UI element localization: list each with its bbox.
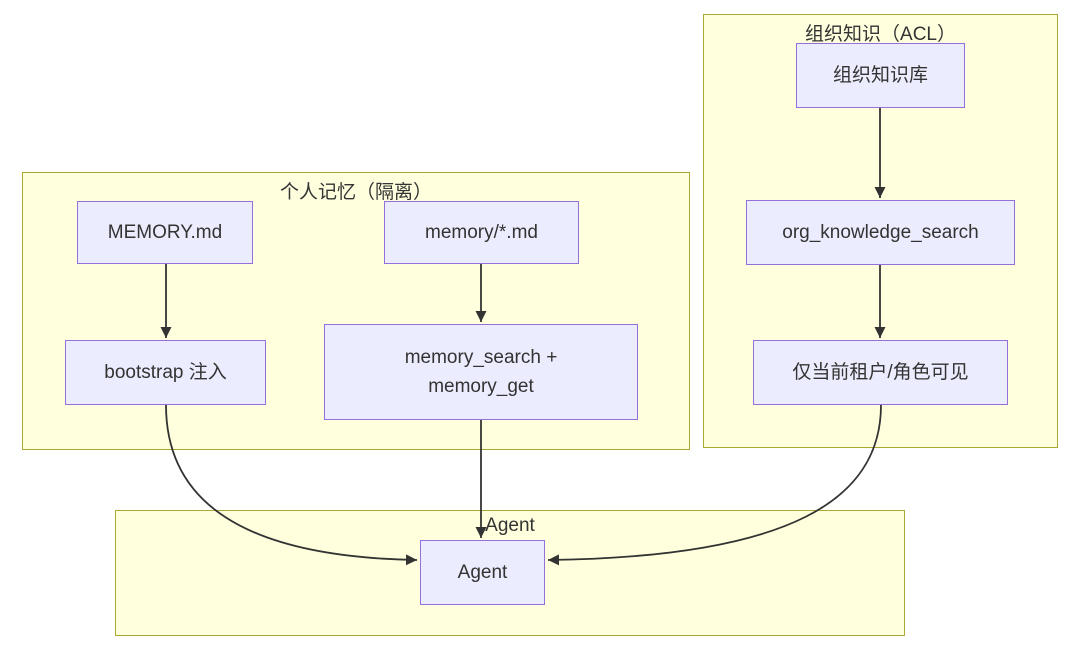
cluster-personal-memory-title: 个人记忆（隔离）	[279, 182, 432, 203]
node-org-knowledge-search-label: org_knowledge_search	[782, 221, 979, 243]
node-memory-glob-label: memory/*.md	[425, 221, 538, 243]
node-agent: Agent	[420, 540, 545, 605]
node-org-knowledge-base-label: 组织知识库	[832, 64, 928, 86]
node-memory-search-get-label: memory_search + memory_get	[404, 346, 558, 397]
node-org-knowledge-base: 组织知识库	[796, 43, 965, 108]
node-agent-label: Agent	[457, 561, 508, 583]
node-acl-visibility-label: 仅当前租户/角色可见	[792, 361, 969, 383]
node-memory-glob: memory/*.md	[384, 201, 579, 264]
node-memory-md: MEMORY.md	[77, 201, 253, 264]
node-memory-search-get: memory_search + memory_get	[324, 324, 638, 420]
node-bootstrap-inject-label: bootstrap 注入	[104, 361, 227, 383]
node-memory-md-label: MEMORY.md	[107, 221, 223, 243]
node-org-knowledge-search: org_knowledge_search	[746, 200, 1015, 265]
cluster-agent-title: Agent	[485, 515, 535, 536]
cluster-org-knowledge-title: 组织知识（ACL）	[805, 24, 956, 45]
node-acl-visibility: 仅当前租户/角色可见	[753, 340, 1008, 405]
node-bootstrap-inject: bootstrap 注入	[65, 340, 266, 405]
